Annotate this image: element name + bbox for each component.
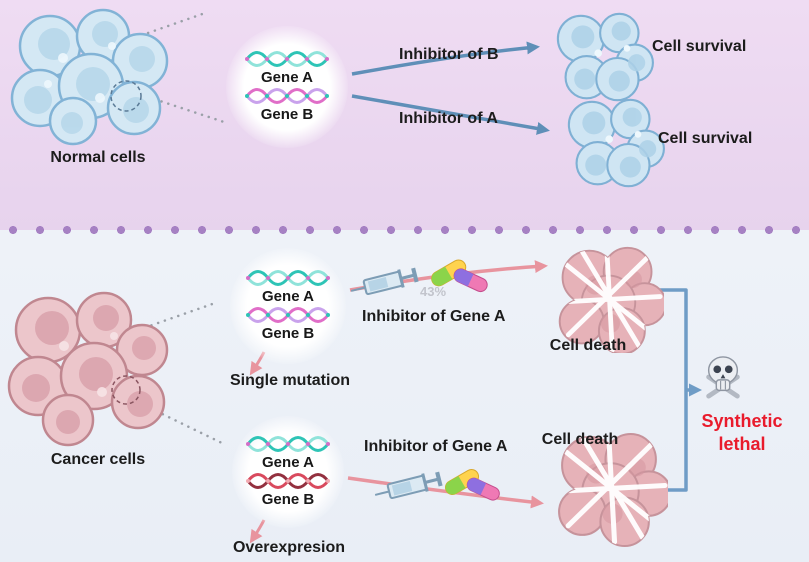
gene-b-label: Gene B bbox=[261, 491, 315, 508]
gene-a-dna-helix-icon bbox=[245, 50, 329, 67]
synthetic-lethal-line1: Synthetic bbox=[701, 411, 783, 431]
syringe-icon bbox=[350, 267, 419, 296]
gene-b-label: Gene B bbox=[260, 106, 314, 123]
inhibitor-of-b-label: Inhibitor of B bbox=[399, 46, 499, 63]
skull-crossbones-icon bbox=[706, 356, 740, 399]
normal-cells-illustration bbox=[10, 8, 169, 146]
cell-survival-label-1: Cell survival bbox=[652, 38, 747, 55]
gene-b-label: Gene B bbox=[261, 325, 315, 342]
gene-b-dna-helix-icon bbox=[245, 88, 329, 104]
inhibitor-of-a-label: Inhibitor of A bbox=[399, 110, 498, 127]
cell-survival-illustration-2 bbox=[567, 98, 665, 188]
cancer-cells-label: Cancer cells bbox=[50, 451, 146, 468]
single-mutation-label: Single mutation bbox=[230, 372, 350, 389]
gene-a-dna-helix-icon bbox=[246, 269, 330, 286]
gene-a-dna-helix-icon bbox=[246, 435, 330, 452]
normal-cells-label: Normal cells bbox=[50, 149, 146, 166]
overexpression-label: Overexpresion bbox=[232, 539, 346, 556]
synthetic-lethal-label: Synthetic lethal bbox=[686, 410, 798, 457]
cell-death-illustration-2 bbox=[558, 433, 668, 548]
syringe-icon bbox=[374, 471, 443, 500]
normal-gene-pair-circle: Gene A Gene B bbox=[226, 26, 348, 148]
cell-survival-label-2: Cell survival bbox=[658, 130, 753, 147]
pills-icon bbox=[431, 259, 488, 293]
gene-a-label: Gene A bbox=[262, 287, 314, 305]
inhibitor-of-gene-a-label-1: Inhibitor of Gene A bbox=[362, 308, 506, 325]
watermark-text: 43% bbox=[420, 284, 447, 299]
gene-a-label: Gene A bbox=[261, 68, 313, 86]
cell-death-label-1: Cell death bbox=[549, 337, 627, 354]
gene-a-label: Gene A bbox=[262, 453, 314, 471]
synthetic-lethal-line2: lethal bbox=[718, 434, 766, 455]
pathway2-gene-pair-circle: Gene A Gene B bbox=[232, 416, 344, 528]
pathway1-gene-pair-circle: Gene A Gene B bbox=[230, 248, 346, 364]
cell-death-illustration-1 bbox=[558, 246, 664, 353]
dotted-divider bbox=[0, 222, 809, 238]
inhibitor-of-gene-a-label-2: Inhibitor of Gene A bbox=[364, 438, 508, 455]
cell-death-label-2: Cell death bbox=[541, 431, 619, 448]
pills-icon bbox=[444, 469, 500, 501]
cancer-cells-illustration bbox=[7, 291, 169, 447]
gene-b-mutated-dna-helix-icon bbox=[246, 307, 330, 323]
cell-survival-illustration-1 bbox=[556, 12, 654, 102]
gene-b-overexpressed-dna-helix-icon bbox=[246, 473, 330, 489]
